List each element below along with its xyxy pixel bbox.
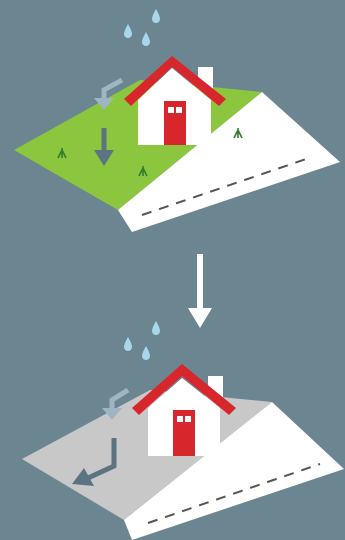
house-icon [124,56,226,145]
door-window [185,416,191,422]
scene-paved-lot [22,321,344,540]
scene-grass-lot [14,9,340,232]
raindrop-icon [152,321,160,335]
transition-arrow-icon [188,254,212,328]
raindrop-icon [142,32,150,46]
raindrops-bottom [124,321,160,360]
house-door [173,410,195,456]
raindrop-icon [124,24,132,38]
door-window [168,107,174,113]
raindrop-icon [142,346,150,360]
raindrop-icon [124,337,132,351]
house-door [164,101,186,145]
raindrops-top [124,9,160,46]
door-window [177,416,183,422]
raindrop-icon [152,9,160,23]
door-window [176,107,182,113]
